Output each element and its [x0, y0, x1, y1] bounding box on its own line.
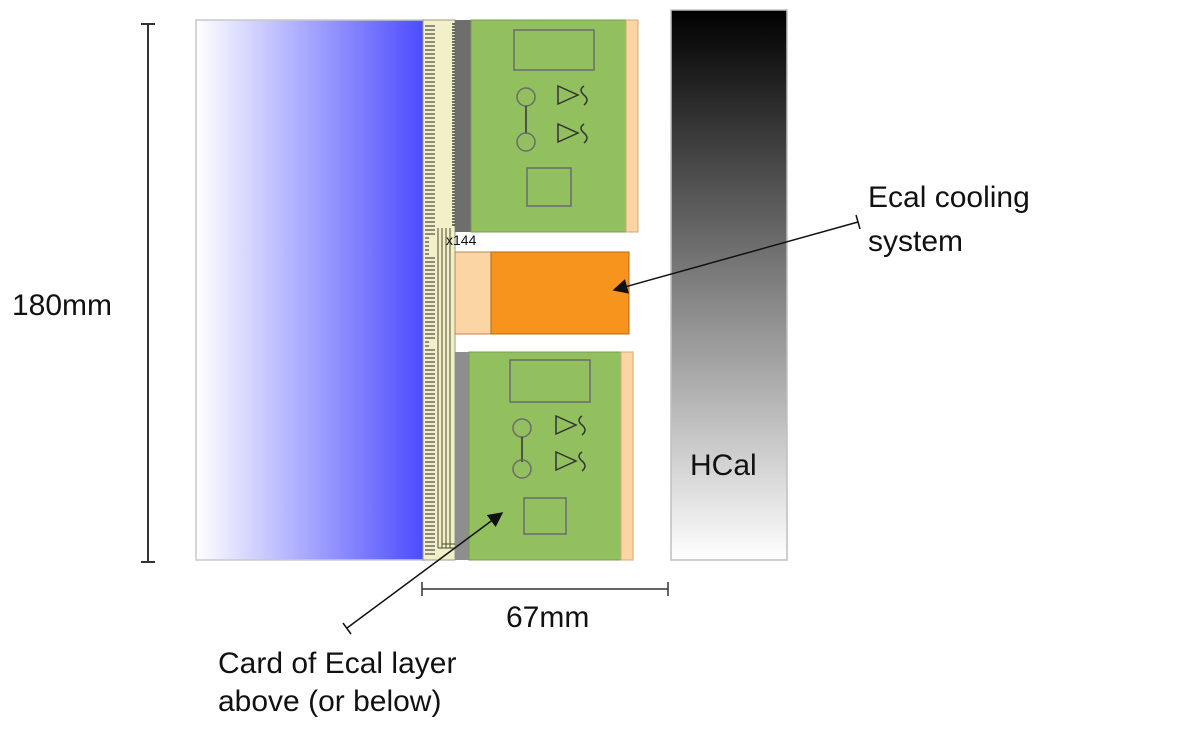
card-label-line2: above (or below): [218, 685, 442, 718]
amplifier-triangle-icon: [557, 122, 588, 144]
height-dimension-label: 180mm: [12, 289, 113, 322]
square-chip-icon: [523, 497, 567, 535]
hcal-label: HCal: [690, 449, 757, 482]
circle-node-icon: [516, 132, 536, 152]
cooling-label-line1: Ecal cooling: [868, 181, 1030, 214]
top-card: [455, 19, 639, 233]
hcal-block: [670, 9, 788, 561]
circle-node-icon: [512, 459, 532, 479]
amplifier-triangle-icon: [557, 84, 588, 106]
amplifier-triangle-icon: [555, 450, 586, 472]
cooling-system: [454, 251, 630, 335]
rectangle-chip-icon: [509, 359, 591, 403]
card-label-line1: Card of Ecal layer: [218, 647, 457, 680]
height-dimension-line: [141, 23, 155, 563]
width-dimension-label: 67mm: [506, 601, 590, 634]
card-pointer-arrow: [342, 512, 504, 635]
amplifier-triangle-icon: [555, 414, 586, 436]
rectangle-chip-icon: [513, 29, 595, 71]
cooling-pointer-arrow: [612, 214, 861, 294]
multiplicity-label: x144: [446, 232, 477, 248]
absorber-block: [195, 19, 425, 561]
cooling-label-line2: system: [868, 225, 964, 258]
square-chip-icon: [526, 167, 572, 207]
width-dimension-line: [421, 582, 669, 596]
